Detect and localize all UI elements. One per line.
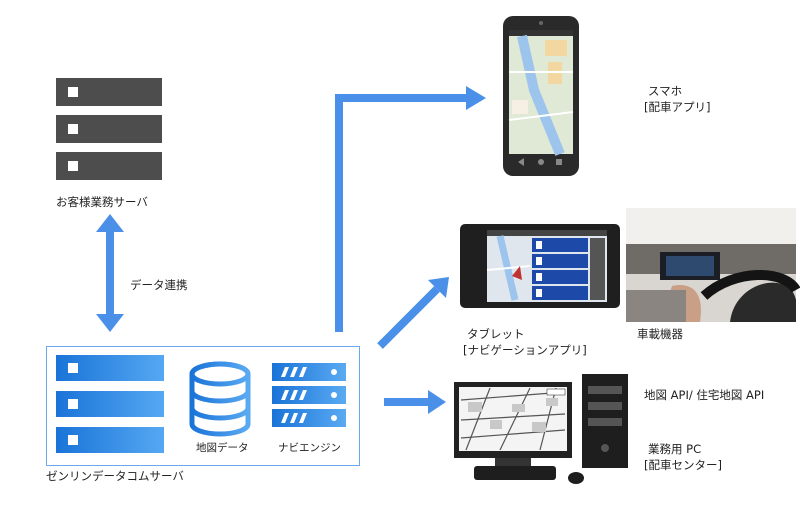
customer-server-label: お客様業務サーバ xyxy=(56,195,148,209)
server-unit xyxy=(56,78,162,106)
dispatch-center-label: [配車センター] xyxy=(644,458,722,472)
map-data-label: 地図データ xyxy=(196,442,249,454)
business-pc-label: 業務用 PC xyxy=(648,442,702,456)
tablet-app-label: [ナビゲーションアプリ] xyxy=(463,343,587,357)
navi-engine-label: ナビエンジン xyxy=(278,442,341,454)
data-link-label: データ連携 xyxy=(130,278,188,292)
server-unit xyxy=(56,115,162,143)
arrow-to-smartphone xyxy=(335,86,486,332)
server-unit xyxy=(56,427,164,453)
tablet-label: タブレット xyxy=(467,327,525,341)
zenrin-server-label: ゼンリンデータコムサーバ xyxy=(46,469,184,483)
data-link-arrow xyxy=(96,214,124,332)
map-api-label: 地図 API/ 住宅地図 API xyxy=(644,388,765,402)
arrow-to-pc xyxy=(384,390,446,414)
server-unit xyxy=(56,152,162,180)
smartphone-app-label: [配車アプリ] xyxy=(644,100,711,114)
arrow-to-tablet xyxy=(377,277,449,349)
server-unit xyxy=(56,391,164,417)
car-device-label: 車載機器 xyxy=(637,327,683,341)
smartphone-label: スマホ xyxy=(648,84,683,98)
server-unit xyxy=(56,355,164,381)
